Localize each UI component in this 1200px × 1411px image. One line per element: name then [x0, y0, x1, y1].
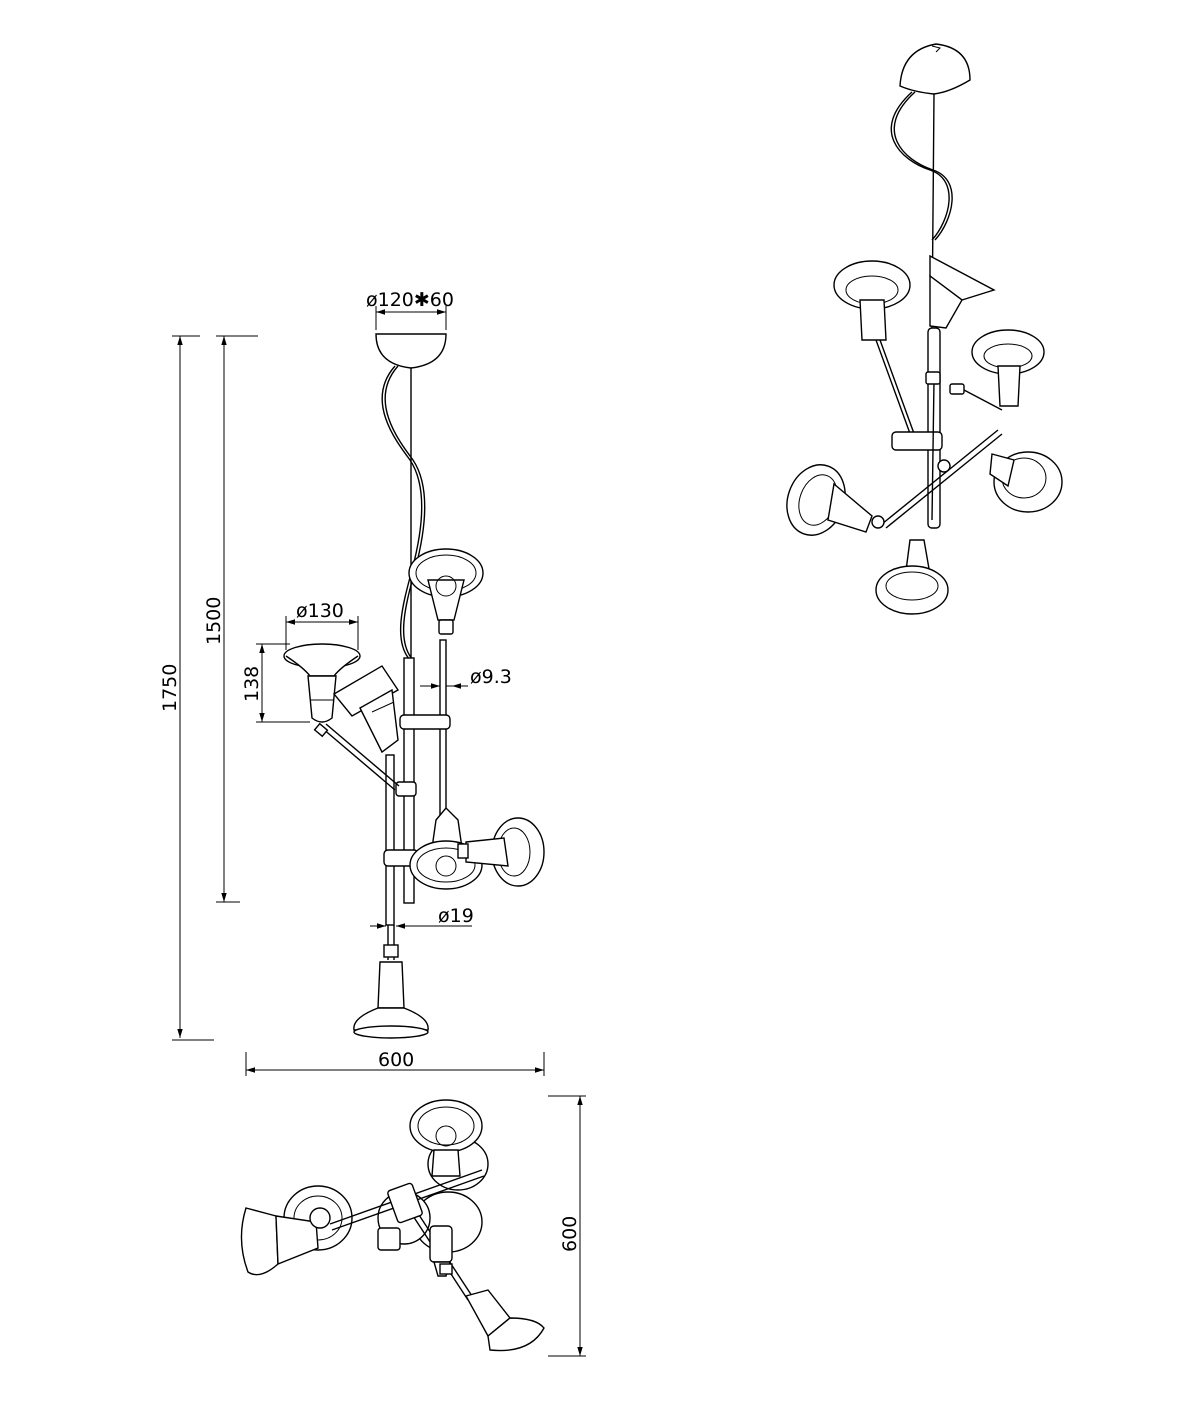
canopy	[375, 333, 447, 369]
front-view: ø120✱60 ø130 138 ø9.3 ø19 1500 1750	[159, 289, 545, 1076]
lamp-lower-right	[409, 806, 545, 890]
dim-height-body: 1500	[203, 597, 225, 645]
lamp-middle	[332, 665, 400, 754]
dim-width-top: 600	[559, 1216, 581, 1252]
collar-upper	[399, 714, 451, 730]
main-rod	[403, 657, 415, 904]
dim-rod-small: ø9.3	[470, 666, 512, 688]
dim-shade-height: 138	[241, 666, 263, 702]
dim-rod-large: ø19	[438, 905, 474, 927]
lamp-left	[283, 643, 400, 791]
dim-canopy: ø120✱60	[366, 289, 454, 311]
dim-height-total: 1750	[159, 664, 181, 712]
dim-width-front: 600	[378, 1049, 414, 1071]
lamp-upper-right	[408, 548, 484, 635]
lamp-bottom	[353, 925, 429, 1039]
top-view: 600	[240, 1095, 586, 1357]
cable-wavy	[381, 365, 423, 661]
perspective-view	[786, 43, 1063, 615]
dim-shade-diameter: ø130	[296, 600, 344, 622]
